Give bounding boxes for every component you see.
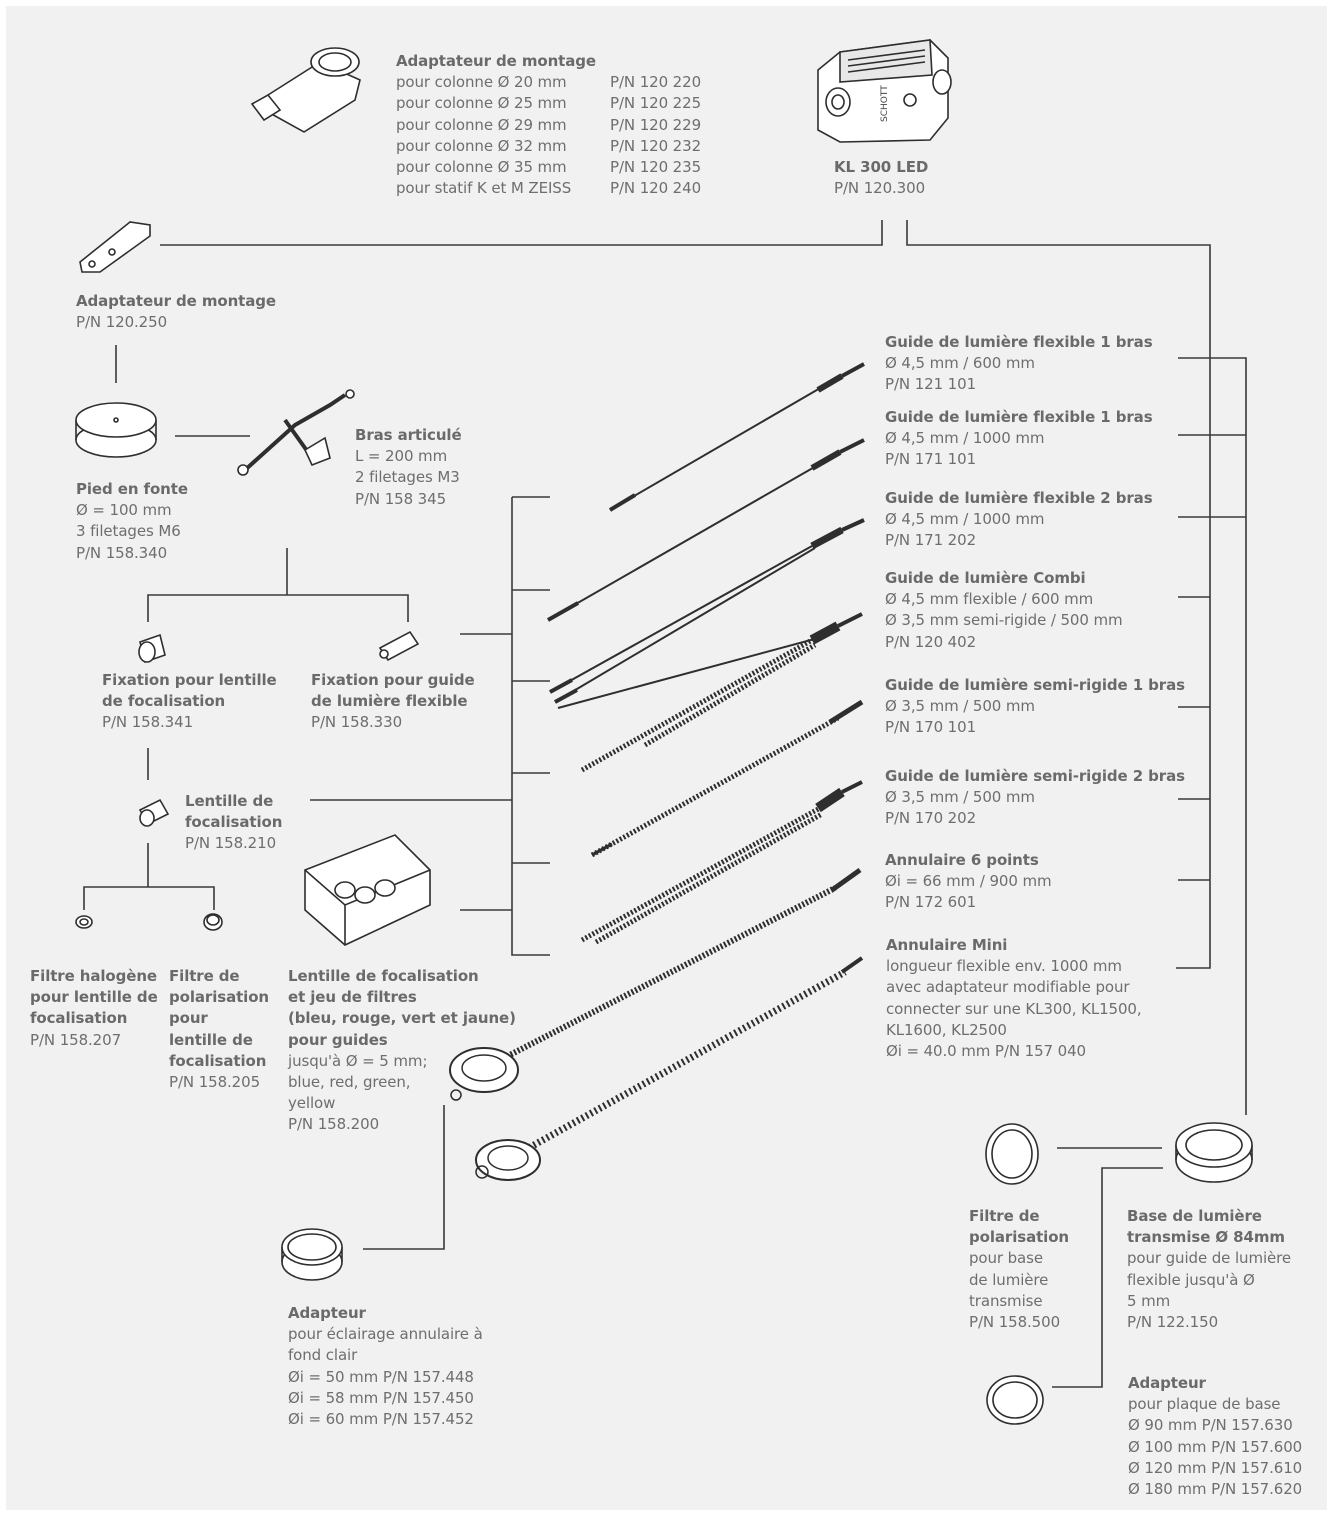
label-lens-filter-set: Lentille de focalisation et jeu de filtr… [288,967,516,1134]
transmitted-base-drawing [1175,1122,1253,1183]
mount-adapter-row-label: pour colonne Ø 20 mm [396,73,567,92]
label-halogen-filter: Filtre halogène pour lentille de focalis… [30,967,158,1049]
mount-adapter-row-pn: P/N 120 220 [610,73,702,92]
lens-holder-drawing [138,633,166,664]
mount-adapter-row: pour colonne Ø 25 mm P/N 120 225 [396,93,701,114]
connector-kl300-right [906,220,1211,969]
mount-adapter-row-label: pour colonne Ø 35 mm [396,158,567,177]
ring-6-drawing [449,867,862,1101]
connector-bracket-ticks [1210,434,1246,518]
item-illustrations [75,39,1253,1425]
adapter-base-drawing [986,1375,1044,1425]
diagram-background [6,6,1327,1510]
mount-adapter-row-label: pour statif K et M ZEISS [396,179,572,198]
mount-adapter-row: pour colonne Ø 35 mm P/N 120 235 [396,157,701,178]
filter-drawings [75,913,223,931]
mount-adapter-row: pour colonne Ø 32 mm P/N 120 232 [396,136,701,157]
label-mount-adapter-left: Adaptateur de montage P/N 120.250 [76,292,276,332]
title: Adaptateur de montage [396,52,596,70]
connector-right-ticks [1178,357,1210,881]
label-guide-combi: Guide de lumière Combi Ø 4,5 mm flexible… [885,569,1123,651]
guide-2arm-1000-drawing [549,518,865,704]
mount-adapter-row-pn: P/N 120 240 [610,179,702,198]
mount-adapter-row: pour colonne Ø 29 mm P/N 120 229 [396,115,701,136]
label-ring-mini: Annulaire Mini longueur flexible env. 10… [886,936,1142,1061]
label-adapter-base: Adapteur pour plaque de base Ø 90 mm P/N… [1128,1374,1303,1499]
label-polar-filter-lens: Filtre de polarisation pour lentille de … [169,967,269,1092]
connector-right-bracket [1210,357,1247,1115]
mount-adapter-row-pn: P/N 120 225 [610,94,702,113]
label-lens-holder: Fixation pour lentille de focalisation P… [102,671,277,732]
kl300-drawing [817,39,952,143]
connector-base-adapter [1052,1167,1163,1388]
label-guide-1arm-1000: Guide de lumière flexible 1 bras Ø 4,5 m… [885,408,1153,469]
label-guide-semi-2: Guide de lumière semi-rigide 2 bras Ø 3,… [885,767,1185,828]
articulated-arm-drawing [237,389,355,476]
guide-holder-drawing [378,630,420,662]
label-guide-holder: Fixation pour guide de lumière flexible … [311,671,475,732]
mount-adapter-row: pour colonne Ø 20 mm P/N 120 220 [396,72,701,93]
mount-adapter-top-drawing [250,47,361,133]
label-kl300: KL 300 LED P/N 120.300 [834,158,929,198]
polar-filter-base-drawing [985,1123,1039,1185]
connector-lens-filters [83,843,215,910]
mount-adapter-row-pn: P/N 120 229 [610,115,702,134]
guide-semi-1-drawing [590,699,864,858]
label-transmitted-base: Base de lumière transmise Ø 84mm pour gu… [1127,1207,1292,1332]
ring-mini-drawing [475,956,864,1181]
mount-adapter-row-pn: P/N 120 232 [610,136,702,155]
label-guide-1arm-600: Guide de lumière flexible 1 bras Ø 4,5 m… [885,333,1153,394]
device-brand-label: SCHOTT [880,85,890,122]
mount-adapter-row-pn: P/N 120 235 [610,158,702,177]
label-articulated-arm: Bras articulé L = 200 mm 2 filetages M3 … [355,426,462,508]
filter-set-drawing [304,834,431,946]
guide-1arm-600-drawing [608,362,865,512]
label-focus-lens: Lentille de focalisation P/N 158.210 [185,792,283,853]
connector-middle-bracket [511,497,550,956]
label-guide-semi-1: Guide de lumière semi-rigide 1 bras Ø 3,… [885,676,1185,737]
label-ring-6: Annulaire 6 points Øi = 66 mm / 900 mm P… [885,851,1052,912]
mount-adapter-row: pour statif K et M ZEISS P/N 120 240 [396,178,701,199]
connector-middle-inputs [310,633,512,911]
guide-semi-2-drawing [580,780,863,945]
light-guide-illustrations [449,362,865,1181]
mount-adapter-row-label: pour colonne Ø 29 mm [396,115,567,134]
connector-kl300-left [160,220,883,246]
label-guide-2arm-1000: Guide de lumière flexible 2 bras Ø 4,5 m… [885,489,1153,550]
mount-adapter-row-label: pour colonne Ø 25 mm [396,94,567,113]
adapter-ring-drawing [281,1228,343,1281]
mount-adapter-left-drawing [79,221,151,273]
mount-adapter-row-label: pour colonne Ø 32 mm [396,136,567,155]
guide-combi-drawing [557,612,863,773]
cast-foot-drawing [75,402,157,458]
label-mount-adapter-top: Adaptateur de montage pour colonne Ø 20 … [396,51,701,199]
guide-1arm-1000-drawing [547,438,865,622]
label-cast-foot: Pied en fonte Ø = 100 mm 3 filetages M6 … [76,480,188,562]
connector-middle-ticks [512,496,550,864]
connector-holders [147,548,409,622]
label-adapter-ring: Adapteur pour éclairage annulaire à fond… [288,1304,483,1429]
connector-ring-adapter [363,1105,445,1250]
focus-lens-drawing [138,798,170,827]
label-polar-filter-base: Filtre de polarisation pour base de lumi… [969,1207,1069,1332]
